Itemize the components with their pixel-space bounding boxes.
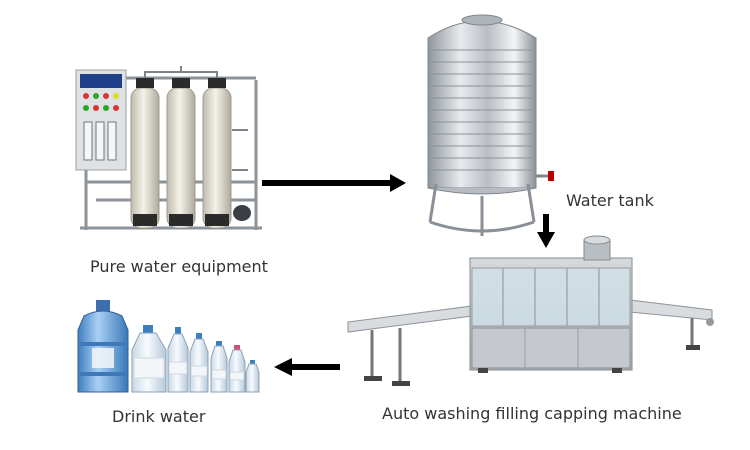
large-water-jug [77, 300, 129, 393]
arrow-left [274, 358, 340, 376]
label-pure-water-equipment: Pure water equipment [90, 257, 268, 276]
conveyors [347, 299, 714, 386]
filter-vessels [130, 78, 232, 229]
label-drink-water: Drink water [112, 407, 206, 426]
arrow-right [262, 174, 406, 192]
flow-meters [83, 121, 117, 161]
panel-lights [83, 93, 119, 111]
tank-ribs [428, 49, 536, 171]
label-water-tank: Water tank [566, 191, 654, 210]
tank-legs [428, 183, 536, 236]
arrow-down [537, 214, 555, 248]
pet-bottles [131, 325, 260, 393]
label-filling-machine: Auto washing filling capping machine [382, 404, 682, 423]
